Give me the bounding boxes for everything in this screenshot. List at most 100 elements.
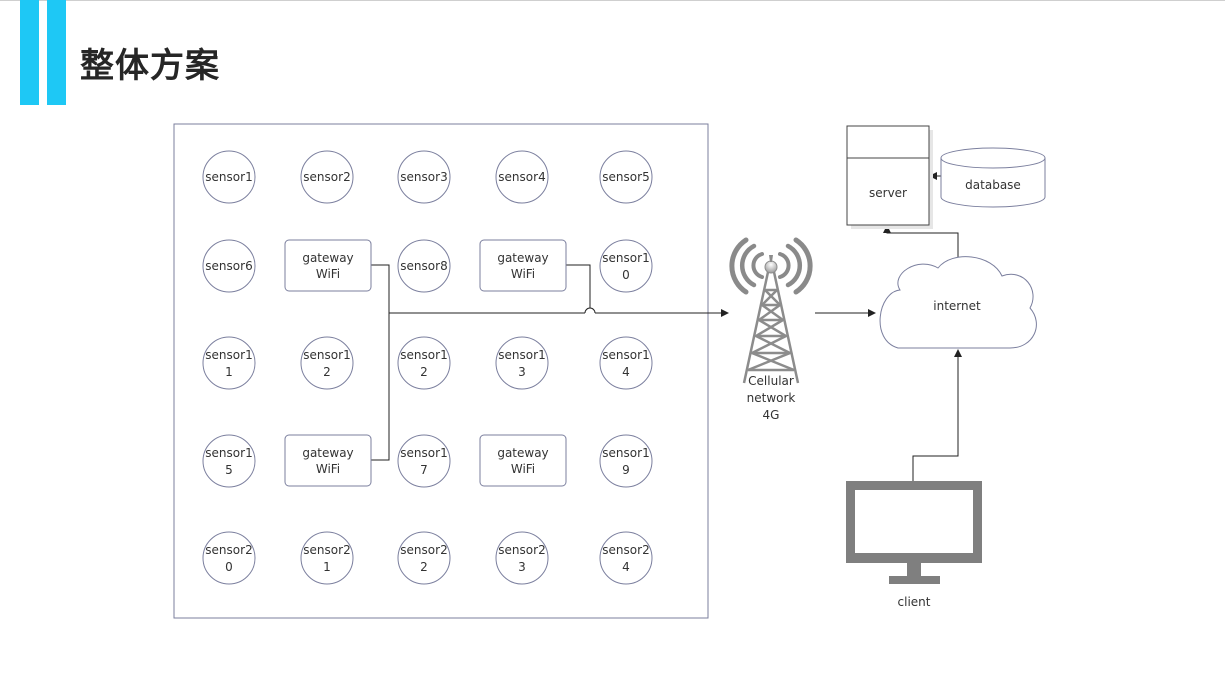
sensor-circle — [599, 150, 653, 204]
sensor-circle — [397, 239, 451, 293]
internet-cloud — [879, 256, 1037, 349]
sensor-label-suffix: 1 — [225, 365, 233, 379]
sensor-label: sensor3 — [400, 170, 447, 184]
sensor-circle — [300, 150, 354, 204]
sensor-circle — [495, 150, 549, 204]
sensor-circle — [300, 531, 354, 585]
sensor-layer: sensor1 sensor2 sensor3 sensor4 sensor5 senso… — [202, 150, 653, 585]
database-label: database — [965, 178, 1021, 192]
sensor-label-suffix: 2 — [420, 365, 428, 379]
sensor-label: sensor5 — [602, 170, 649, 184]
sensor-label: sensor2 — [602, 543, 649, 557]
sensor-circle — [397, 150, 451, 204]
sensor-label-suffix: 0 — [225, 560, 233, 574]
sensor-node: sensor5 — [599, 150, 653, 204]
client-to-internet-line — [912, 349, 962, 482]
gateway-label: gateway — [302, 446, 353, 460]
sensor-circle — [599, 336, 653, 390]
sensor-node: sensor1 4 — [599, 336, 653, 390]
top-divider — [0, 0, 1225, 1]
sensor-circle — [599, 434, 653, 488]
sensor-node: sensor2 0 — [202, 531, 256, 585]
sensor-node: sensor6 — [202, 239, 256, 293]
sensor-node: sensor4 — [495, 150, 549, 204]
server-box — [846, 125, 933, 229]
gateway-label: gateway — [497, 251, 548, 265]
sensor-node: sensor1 9 — [599, 434, 653, 488]
database-cylinder — [940, 147, 1046, 208]
sensor-node: sensor3 — [397, 150, 451, 204]
sensor-label-suffix: 4 — [622, 560, 630, 574]
sensor-circle — [300, 336, 354, 390]
line-hop — [584, 307, 596, 314]
sensor-circle — [202, 434, 256, 488]
sensor-label-suffix: 4 — [622, 365, 630, 379]
gateway-type-label: WiFi — [511, 462, 535, 476]
sensor-circle — [397, 531, 451, 585]
sensor-circle — [202, 336, 256, 390]
sensor-node: sensor1 — [202, 150, 256, 204]
gateway-type-label: WiFi — [511, 267, 535, 281]
sensor-label: sensor6 — [205, 259, 252, 273]
sensor-node: sensor8 — [397, 239, 451, 293]
accent-bar-right — [47, 0, 66, 105]
sensor-label-suffix: 0 — [622, 268, 630, 282]
sensor-label-suffix: 3 — [518, 365, 526, 379]
link-gateway-1 — [371, 264, 390, 313]
sensor-node: sensor1 1 — [202, 336, 256, 390]
sensor-label: sensor2 — [303, 170, 350, 184]
gateway-label: gateway — [302, 251, 353, 265]
sensor-label-suffix: 1 — [323, 560, 331, 574]
server-label: server — [869, 186, 907, 200]
sensor-label: sensor1 — [498, 348, 545, 362]
sensor-label-suffix: 7 — [420, 463, 428, 477]
gateway-label: gateway — [497, 446, 548, 460]
sensor-circle — [202, 531, 256, 585]
cell-tower-icon — [729, 237, 813, 384]
sensor-label: sensor1 — [205, 170, 252, 184]
gateway-type-label: WiFi — [316, 462, 340, 476]
sensor-circle — [397, 434, 451, 488]
sensor-label: sensor2 — [400, 543, 447, 557]
sensor-label-suffix: 5 — [225, 463, 233, 477]
sensor-circle — [599, 531, 653, 585]
gateway-box — [284, 434, 372, 487]
gateway-box — [479, 239, 567, 292]
sensor-node: sensor1 2 — [397, 336, 451, 390]
sensor-label: sensor2 — [205, 543, 252, 557]
sensor-circle — [397, 336, 451, 390]
tower-label-1: Cellular — [748, 374, 794, 388]
sensor-label: sensor8 — [400, 259, 447, 273]
sensor-label: sensor1 — [205, 348, 252, 362]
page-title: 整体方案 — [80, 46, 220, 86]
sensor-circle — [202, 150, 256, 204]
sensor-label: sensor1 — [602, 348, 649, 362]
sensor-node: sensor2 3 — [495, 531, 549, 585]
sensor-circle — [202, 239, 256, 293]
sensor-field-frame — [173, 123, 709, 619]
link-gateway-3 — [566, 264, 591, 308]
internet-to-server-line — [883, 225, 959, 266]
sensor-label-suffix: 2 — [323, 365, 331, 379]
accent-bar-left — [20, 0, 39, 105]
gateway-type-label: WiFi — [316, 267, 340, 281]
sensor-label: sensor1 — [400, 348, 447, 362]
gateway-box — [479, 434, 567, 487]
internet-label: internet — [933, 299, 981, 313]
sensor-label: sensor1 — [602, 446, 649, 460]
monitor-icon — [846, 481, 982, 584]
sensor-label: sensor2 — [498, 543, 545, 557]
sensor-label-suffix: 3 — [518, 560, 526, 574]
sensor-label: sensor1 — [303, 348, 350, 362]
sensor-label-suffix: 9 — [622, 463, 630, 477]
sensor-label: sensor4 — [498, 170, 545, 184]
